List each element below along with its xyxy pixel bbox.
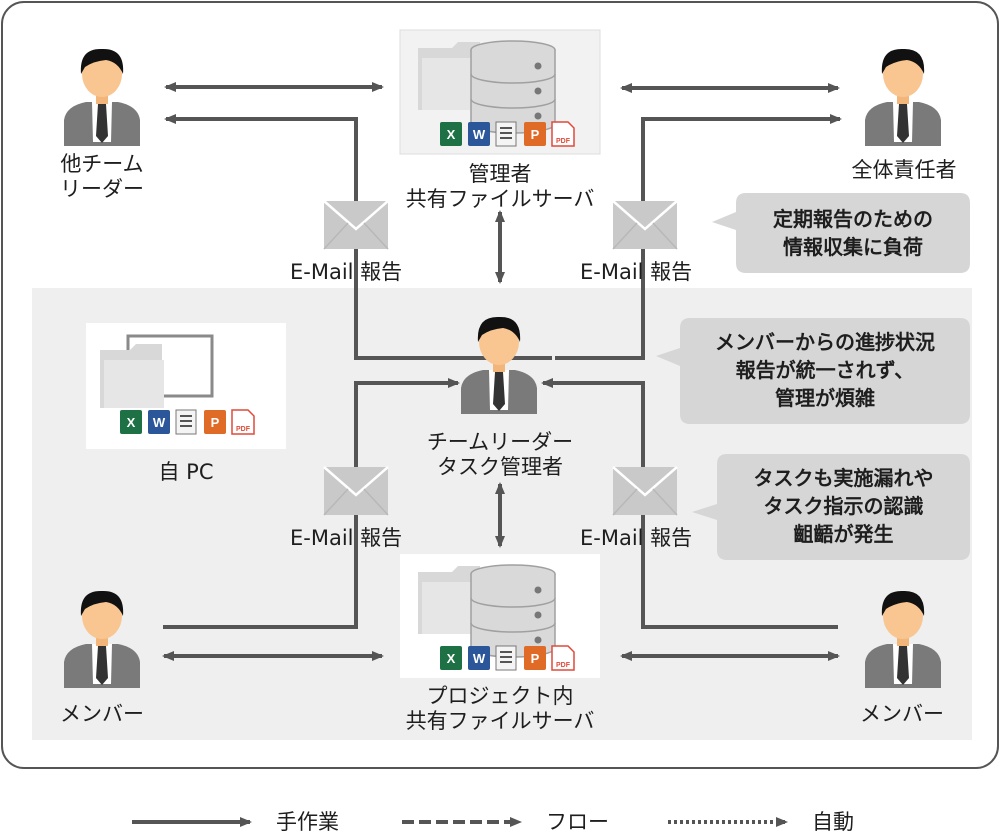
email-report-label: E-Mail 報告 (580, 526, 693, 550)
label-line: 自 PC (158, 460, 214, 484)
callout-line: 管理が煩雑 (775, 386, 875, 410)
label-line: 共有ファイルサーバ (405, 187, 595, 211)
member-left-label: メンバー (40, 702, 164, 727)
label-line: 管理者 (468, 162, 532, 186)
callout-line: 齟齬が発生 (793, 522, 894, 546)
label-line: 他チーム (60, 152, 144, 176)
envelope-icon (611, 465, 679, 517)
callout-bubble (692, 454, 970, 560)
project-server-label: プロジェクト内 共有ファイルサーバ (380, 684, 620, 734)
own-pc-box (86, 323, 286, 449)
legend-auto-label: 自動 (812, 810, 854, 834)
label-line: 全体責任者 (851, 158, 957, 182)
callout-bubble (656, 318, 970, 424)
member-right-label: メンバー (840, 702, 964, 727)
callout-line: 情報収集に負荷 (783, 235, 923, 259)
label-line: リーダー (60, 177, 144, 201)
label-line: メンバー (60, 702, 144, 726)
callout-task-gaps: タスクも実施漏れや タスク指示の認識 齟齬が発生 (717, 464, 970, 554)
callout-bubble (712, 193, 970, 273)
legend-flow-label: フロー (546, 810, 609, 834)
email-report-label: E-Mail 報告 (580, 260, 693, 284)
callout-line: タスクも実施漏れや (753, 466, 934, 490)
callout-reporting-load: 定期報告のための 情報収集に負荷 (736, 205, 970, 265)
label-line: メンバー (860, 702, 944, 726)
email-report-label: E-Mail 報告 (290, 260, 403, 284)
envelope-icon (322, 199, 390, 251)
label-line: タスク管理者 (437, 455, 563, 479)
callout-progress-reports: メンバーからの進捗状況 報告が統一されず、 管理が煩雑 (680, 328, 970, 418)
own-pc-label: 自 PC (136, 460, 236, 485)
label-line: プロジェクト内 (426, 684, 574, 708)
callout-line: 定期報告のための (773, 207, 933, 231)
other-team-leader-label: 他チーム リーダー (40, 152, 164, 202)
callout-line: 報告が統一されず、 (735, 358, 915, 382)
label-line: 共有ファイルサーバ (405, 709, 595, 733)
team-leader-label: チームリーダー タスク管理者 (390, 430, 610, 480)
callout-line: メンバーからの進捗状況 (715, 330, 935, 354)
label-line: チームリーダー (426, 430, 574, 454)
admin-server-label: 管理者 共有ファイルサーバ (380, 162, 620, 212)
email-report-label: E-Mail 報告 (290, 526, 403, 550)
envelope-icon (322, 465, 390, 517)
overall-manager-label: 全体責任者 (830, 158, 978, 183)
legend-manual-label: 手作業 (276, 810, 339, 834)
callout-line: タスク指示の認識 (763, 494, 924, 518)
envelope-icon (611, 199, 679, 251)
